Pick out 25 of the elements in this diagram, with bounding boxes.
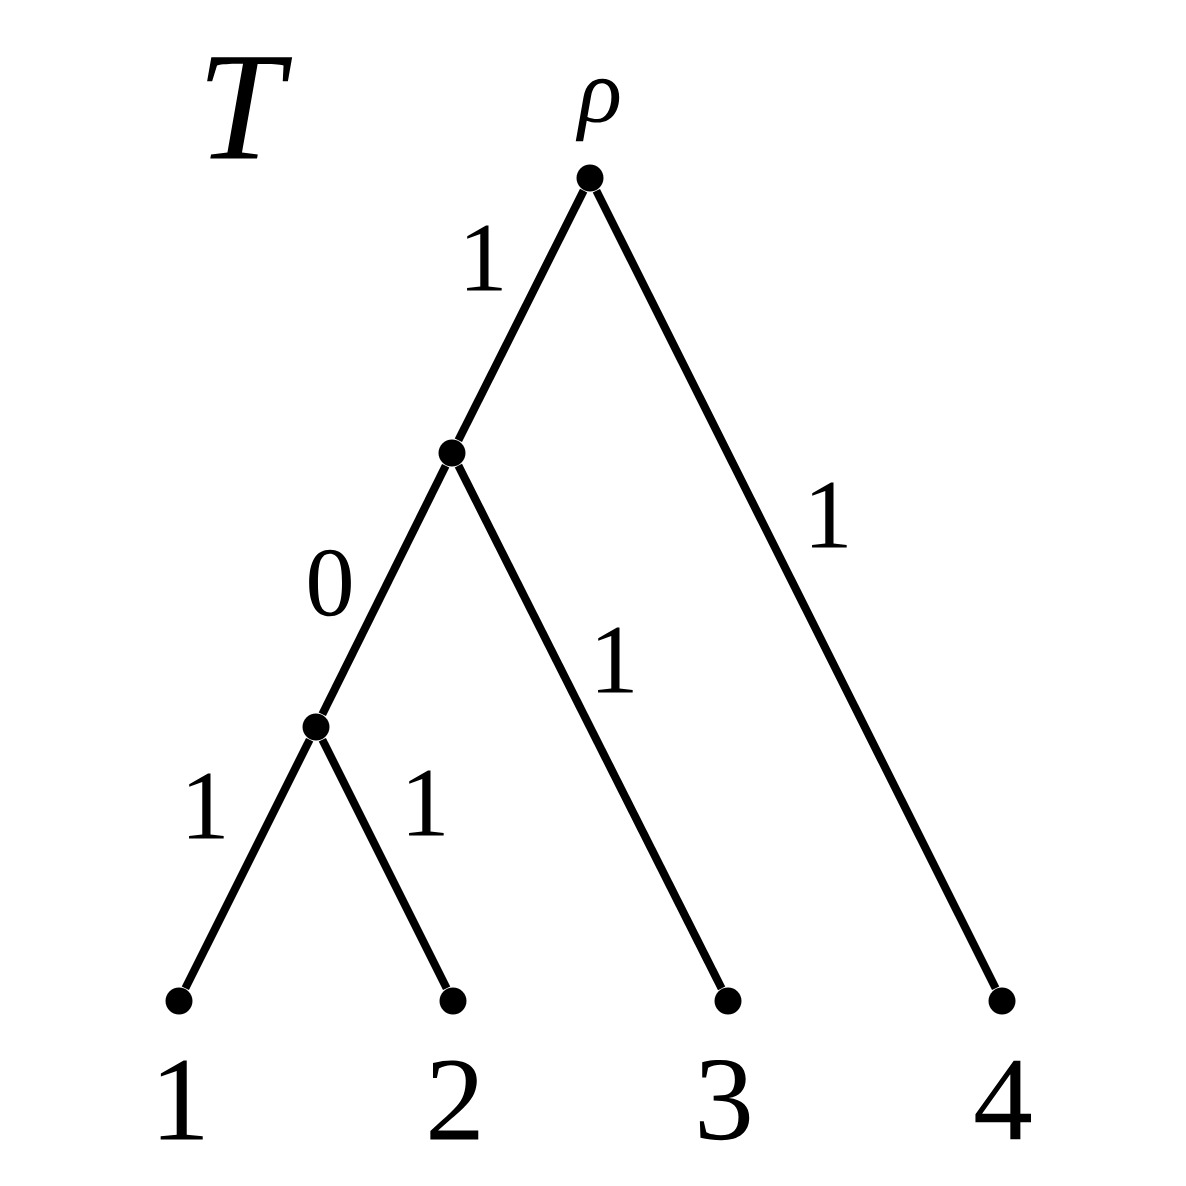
tree-node-dot [714,987,742,1015]
tree-node-dot [576,164,604,192]
tree-edge [181,737,314,991]
edge-label: 1 [396,767,454,839]
tree-node-dot [438,439,466,467]
node-label: 4 [975,1060,1031,1140]
title: T [207,57,293,159]
tree-node-dot [988,987,1016,1015]
tree-node-dot [302,713,330,741]
tree-node-dot [165,987,193,1015]
edge-label: 1 [799,479,857,551]
node-label: ρ [575,78,620,142]
node-label: 3 [699,1059,750,1141]
node-label: 1 [160,1060,203,1140]
tree-edge [318,737,451,991]
tree-edge [454,188,588,443]
tree-edge [454,463,726,991]
tree-node-dot [439,987,467,1015]
node-label: 2 [430,1060,479,1140]
edge-label: 1 [454,222,512,294]
edge-label: 0 [301,546,359,620]
tree-edge [592,188,1000,991]
edge-label: 1 [176,770,234,842]
tree-edge [318,463,450,717]
edge-label: 1 [585,624,643,696]
